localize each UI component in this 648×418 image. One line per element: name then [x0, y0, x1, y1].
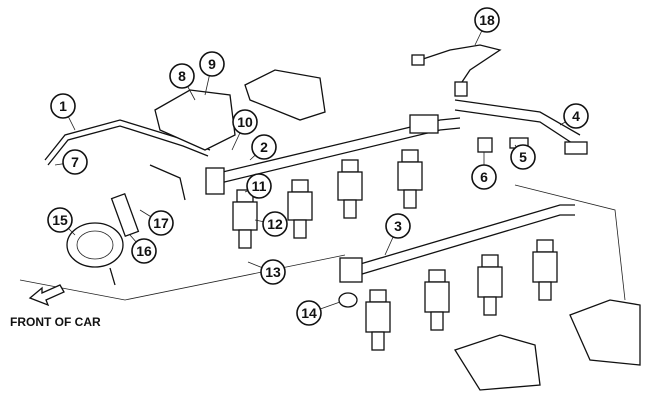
- svg-text:13: 13: [265, 264, 281, 280]
- callout-17: 17: [148, 210, 174, 236]
- svg-text:7: 7: [71, 154, 79, 170]
- svg-text:2: 2: [260, 139, 268, 155]
- wiring-harness: [411, 44, 502, 97]
- callout-16: 16: [131, 238, 157, 264]
- pressure-regulator: [66, 222, 124, 286]
- front-arrow-icon: [28, 284, 65, 307]
- callout-14: 14: [296, 300, 322, 326]
- lower-injectors: [365, 239, 558, 351]
- callout-4: 4: [563, 103, 589, 129]
- washer: [338, 292, 358, 308]
- callout-9: 9: [199, 51, 225, 77]
- svg-text:9: 9: [208, 56, 216, 72]
- callout-1: 1: [50, 93, 76, 119]
- lower-fuel-rail: [339, 204, 575, 283]
- upper-brackets: [154, 69, 326, 151]
- callout-8: 8: [169, 63, 195, 89]
- svg-text:15: 15: [52, 212, 68, 228]
- callout-10: 10: [232, 109, 258, 135]
- svg-text:8: 8: [178, 68, 186, 84]
- callout-2: 2: [251, 134, 277, 160]
- front-of-car-label: FRONT OF CAR: [10, 315, 101, 329]
- svg-text:5: 5: [519, 149, 527, 165]
- svg-text:14: 14: [301, 305, 317, 321]
- svg-text:1: 1: [59, 98, 67, 114]
- hose: [110, 192, 140, 238]
- svg-text:4: 4: [572, 108, 580, 124]
- svg-text:18: 18: [479, 12, 495, 28]
- svg-text:6: 6: [480, 169, 488, 185]
- callout-15: 15: [47, 207, 73, 233]
- callout-18: 18: [474, 7, 500, 33]
- callout-5: 5: [510, 144, 536, 170]
- callout-12: 12: [262, 211, 288, 237]
- callout-7: 7: [62, 149, 88, 175]
- svg-text:10: 10: [237, 114, 253, 130]
- upper-injectors: [232, 149, 423, 249]
- svg-text:17: 17: [153, 215, 169, 231]
- svg-text:3: 3: [394, 218, 402, 234]
- svg-text:11: 11: [252, 178, 267, 194]
- lower-brackets: [454, 299, 641, 391]
- upper-fuel-rail: [205, 99, 581, 195]
- callout-11: 11: [246, 173, 272, 199]
- svg-text:12: 12: [267, 216, 283, 232]
- callout-6: 6: [471, 164, 497, 190]
- svg-text:16: 16: [136, 243, 152, 259]
- callout-13: 13: [260, 259, 286, 285]
- callout-3: 3: [385, 213, 411, 239]
